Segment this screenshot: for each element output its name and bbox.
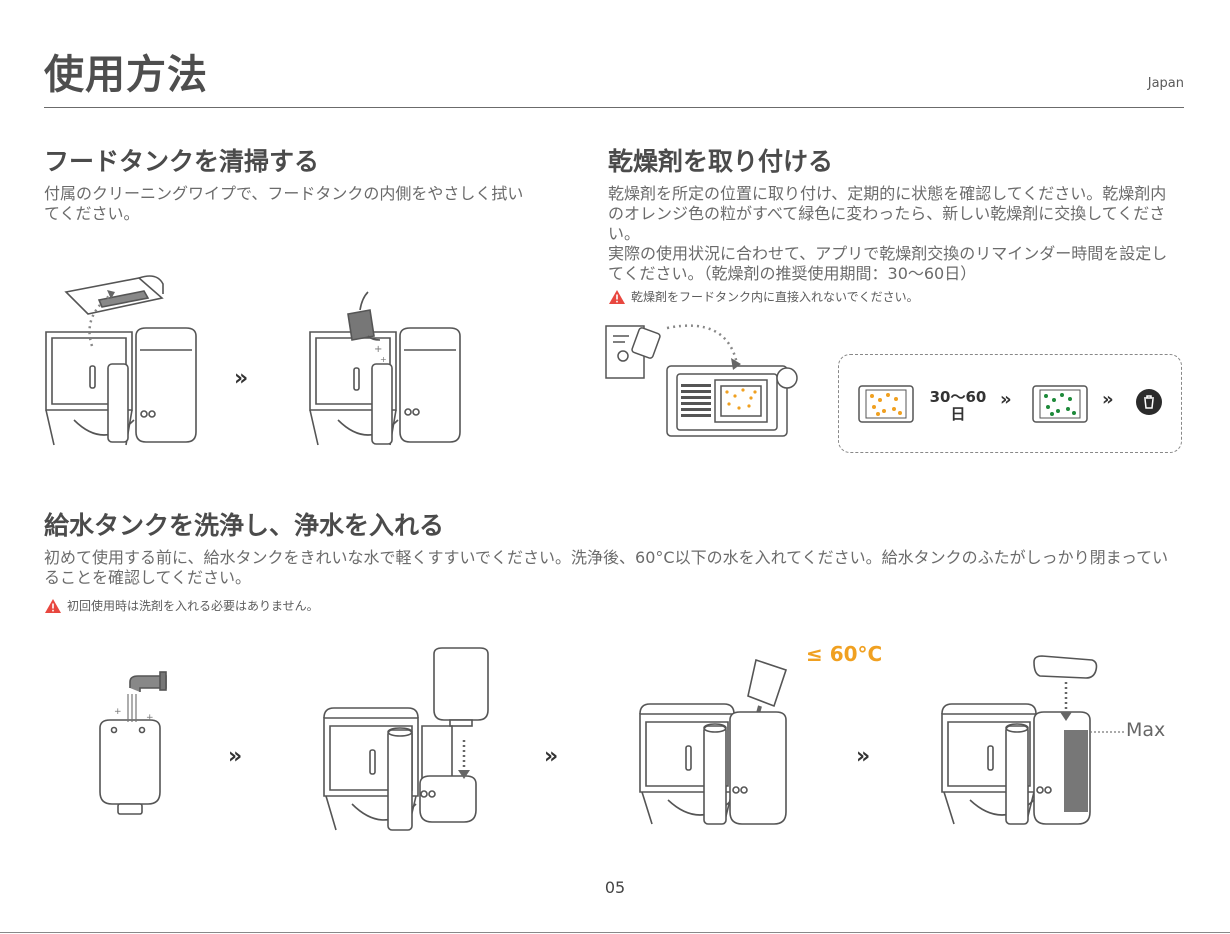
double-chevron-icon: »	[228, 744, 243, 769]
food-tank-open-illustration	[45, 275, 197, 446]
desiccant-warning: 乾燥剤をフードタンク内に直接入れないでください。	[608, 288, 919, 305]
double-chevron-icon: »	[544, 744, 559, 769]
temperature-limit-label: ≤ 60°C	[806, 642, 883, 666]
water-tank-close-illustration	[941, 655, 1124, 825]
desiccant-status-panel	[838, 354, 1182, 453]
water-tank-warning-text: 初回使用時は洗剤を入れる必要はありません。	[67, 599, 319, 613]
food-tank-body: 付属のクリーニングワイプで、フードタンクの内側をやさしく拭いてください。	[44, 184, 524, 223]
water-tank-insert-illustration	[323, 647, 489, 831]
desiccant-warning-text: 乾燥剤をフードタンク内に直接入れないでください。	[631, 290, 919, 304]
double-chevron-icon: »	[234, 366, 249, 391]
food-tank-wipe-illustration: + +	[309, 291, 461, 446]
water-tank-rinse-illustration: + +	[99, 671, 167, 815]
page-title: 使用方法	[44, 52, 208, 98]
footer-divider	[0, 932, 1230, 933]
food-tank-heading: フードタンクを清掃する	[44, 147, 320, 176]
desiccant-install-illustration	[605, 324, 798, 437]
desiccant-heading: 乾燥剤を取り付ける	[608, 147, 834, 176]
desiccant-body-2: 実際の使用状況に合わせて、アプリで乾燥剤交換のリマインダー時間を設定してください…	[608, 244, 1168, 283]
water-tank-warning: 初回使用時は洗剤を入れる必要はありません。	[44, 597, 319, 614]
trash-icon	[1136, 389, 1162, 415]
warning-icon	[609, 289, 625, 304]
desiccant-period-label: 30〜60日	[929, 388, 987, 423]
header-divider	[44, 107, 1184, 108]
desiccant-orange-indicator	[858, 385, 914, 423]
double-chevron-icon: »	[856, 744, 871, 769]
double-chevron-icon: »	[1000, 389, 1012, 410]
double-chevron-icon: »	[1102, 389, 1114, 410]
water-pour-illustration	[639, 658, 788, 825]
region-label: Japan	[1147, 76, 1184, 91]
svg-text:+: +	[146, 713, 154, 723]
water-tank-body: 初めて使用する前に、給水タンクをきれいな水で軽くすすいでください。洗浄後、60°…	[44, 548, 1169, 587]
svg-text:+: +	[380, 355, 387, 364]
page-number: 05	[604, 878, 626, 897]
warning-icon	[45, 598, 61, 613]
max-level-label: Max	[1126, 719, 1166, 741]
desiccant-green-indicator	[1032, 385, 1088, 423]
svg-text:+: +	[374, 344, 382, 355]
desiccant-body-1: 乾燥剤を所定の位置に取り付け、定期的に状態を確認してください。乾燥剤内のオレンジ…	[608, 184, 1167, 243]
water-tank-heading: 給水タンクを洗浄し、浄水を入れる	[44, 511, 445, 540]
svg-text:+: +	[114, 707, 122, 717]
